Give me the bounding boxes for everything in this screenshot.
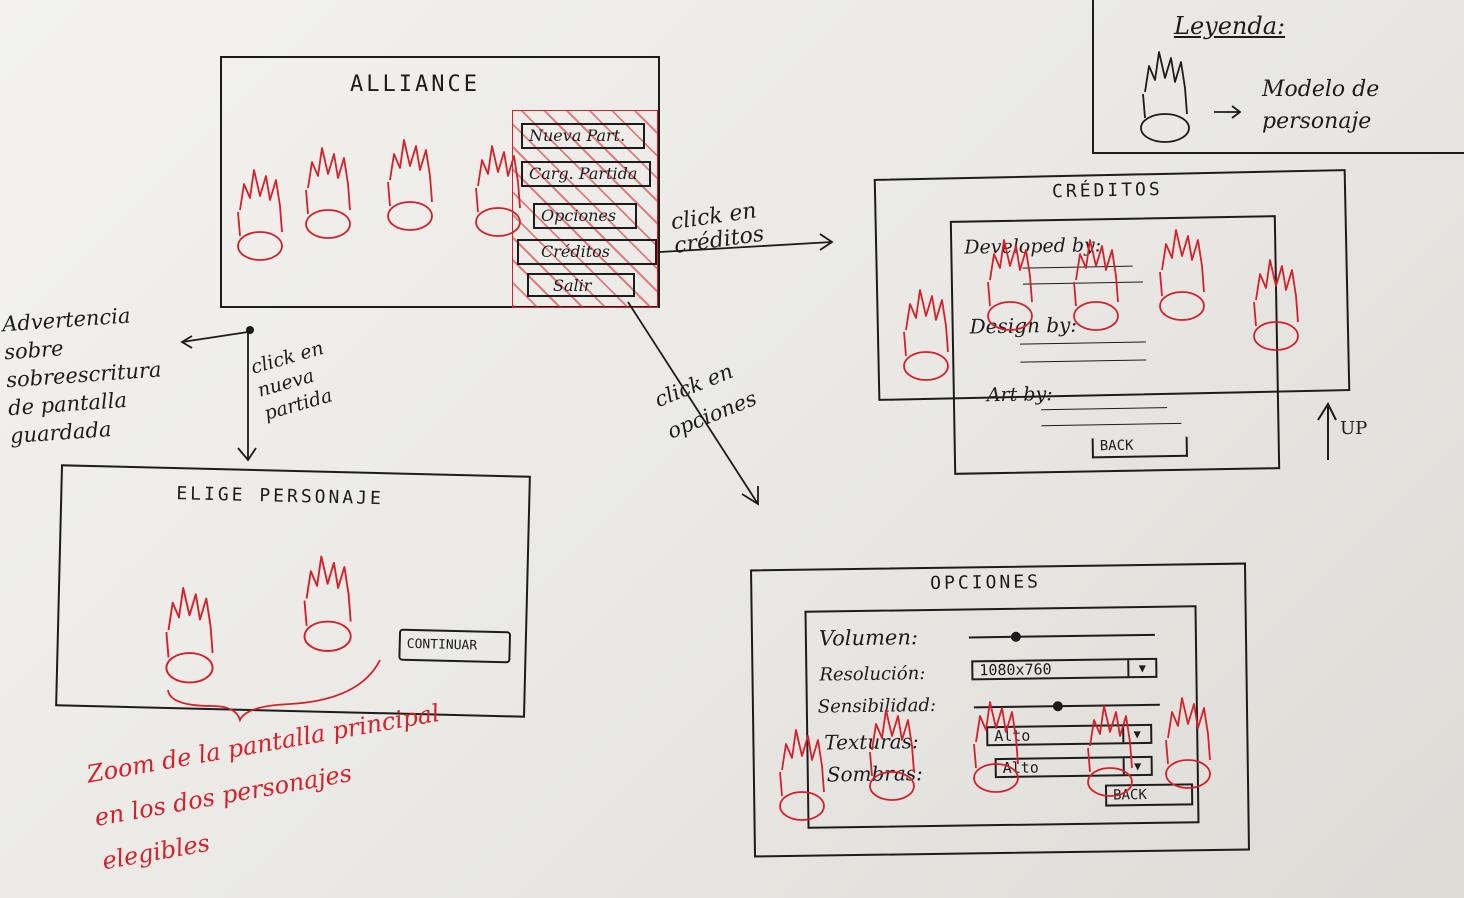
- arrow-to-character-select-icon: [237, 330, 257, 462]
- menu-exit-button[interactable]: Salir: [527, 273, 635, 297]
- legend-box: Leyenda: Modelo de personaje: [1092, 0, 1464, 154]
- menu-options-button[interactable]: Opciones: [533, 203, 637, 229]
- legend-character-model-icon: [1140, 51, 1190, 143]
- options-character-model-1: [779, 729, 825, 821]
- arrow-to-options-icon: [627, 301, 759, 506]
- options-character-model-3: [973, 701, 1019, 793]
- menu-new-game-button[interactable]: Nueva Part.: [521, 123, 645, 149]
- credits-character-model-5: [1253, 259, 1299, 351]
- credits-character-model-1: [903, 289, 949, 381]
- legend-arrow-icon: [1214, 105, 1242, 119]
- main-screen: ALLIANCE Nueva Part. Carg. Partida Opcio…: [220, 56, 660, 308]
- main-character-model-4: [475, 145, 521, 237]
- main-menu: Nueva Part. Carg. Partida Opciones Crédi…: [512, 110, 658, 308]
- arrow-to-credits-icon: [659, 233, 834, 253]
- menu-credits-button[interactable]: Créditos: [517, 239, 657, 265]
- main-character-model-2: [305, 147, 351, 239]
- legend-title: Leyenda:: [1174, 12, 1286, 40]
- credits-scroll-up-label: UP: [1340, 418, 1368, 439]
- zoom-brace-icon: [167, 659, 381, 723]
- options-character-model-4: [1087, 705, 1133, 797]
- credits-character-model-3: [1073, 239, 1119, 331]
- credits-character-model-4: [1159, 229, 1205, 321]
- menu-load-game-button[interactable]: Carg. Partida: [521, 161, 651, 187]
- main-screen-title: ALLIANCE: [350, 72, 480, 97]
- selectable-character-model-2[interactable]: [303, 555, 352, 652]
- main-character-model-3: [387, 139, 433, 231]
- options-character-model-5: [1165, 697, 1211, 789]
- scroll-up-arrow-icon: [1317, 401, 1337, 460]
- selectable-character-model-1[interactable]: [165, 587, 214, 684]
- legend-description: Modelo de personaje: [1262, 77, 1380, 134]
- main-character-model-1: [237, 169, 283, 261]
- arrow-to-warning-icon: [180, 331, 249, 349]
- options-character-model-2: [869, 709, 915, 801]
- credits-character-model-2: [987, 239, 1033, 331]
